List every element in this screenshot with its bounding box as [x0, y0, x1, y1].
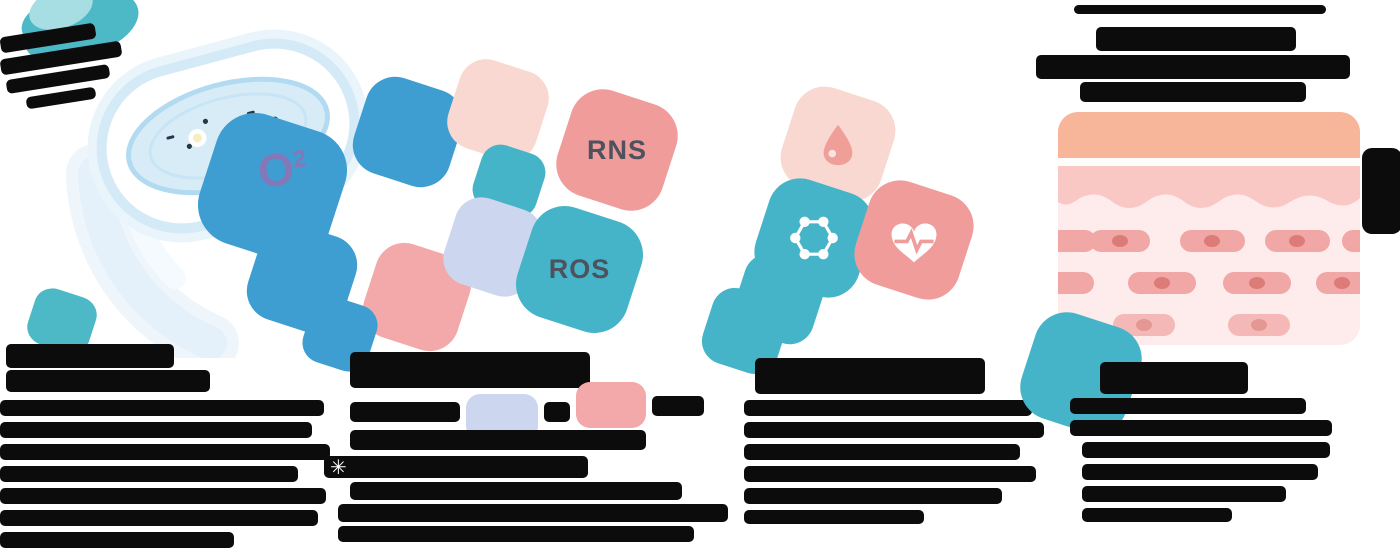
text-blob: [350, 402, 460, 422]
redacted-heading-col1: [6, 344, 174, 368]
text-blob: [744, 488, 1002, 504]
text-blob: [0, 444, 330, 460]
text-blob: [1036, 55, 1350, 79]
redacted-heading-col1: [6, 370, 210, 392]
text-blob: [744, 466, 1036, 482]
heart-ecg-icon: [891, 223, 937, 263]
text-blob: [338, 526, 694, 542]
ros-badge: ROS: [507, 197, 652, 342]
text-blob: [1080, 82, 1306, 102]
text-blob: [544, 402, 570, 422]
text-blob: [0, 466, 298, 482]
redacted-heading-col2: [350, 352, 590, 388]
footnote-asterisk: ✳: [330, 457, 347, 479]
o2-base: O: [255, 141, 297, 198]
text-blob: [1082, 508, 1232, 522]
molecule-icon: [790, 216, 838, 260]
text-blob: [1082, 486, 1286, 502]
text-blob: [744, 510, 924, 524]
text-blob: [1074, 5, 1326, 14]
o2-superscript: 2: [291, 145, 308, 174]
text-blob: [0, 422, 312, 438]
text-blob: [1070, 420, 1332, 436]
droplet-icon: [823, 124, 853, 166]
skin-cross-section-illustration: [1058, 112, 1360, 345]
text-blob: [744, 422, 1044, 438]
rns-label: RNS: [586, 134, 647, 165]
redacted-heading-col4: [1100, 362, 1248, 394]
text-blob: [652, 396, 704, 416]
text-blob: [1070, 398, 1306, 414]
o2-molecule-label: O2: [255, 141, 310, 198]
text-blob: [338, 504, 728, 522]
text-blob: [1082, 464, 1318, 480]
text-blob: [0, 488, 326, 504]
rns-badge: RNS: [547, 80, 687, 220]
text-blob: [1082, 442, 1330, 458]
text-blob: [350, 430, 646, 450]
text-blob: [1362, 148, 1400, 234]
text-blob: [324, 456, 588, 478]
text-blob: [1096, 27, 1296, 51]
redacted-heading-col3: [755, 358, 985, 394]
text-blob: [0, 510, 318, 526]
text-blob: [0, 400, 324, 416]
droplet-tile: [772, 78, 904, 210]
heart-tile: [845, 171, 983, 309]
text-blob: [744, 444, 1020, 460]
text-blob: [0, 532, 234, 548]
text-blob: [744, 400, 1032, 416]
ros-label: ROS: [548, 254, 611, 284]
text-blob: [350, 482, 682, 500]
legend-chip-salmon: [576, 382, 646, 428]
molecule-tile: [745, 169, 883, 307]
